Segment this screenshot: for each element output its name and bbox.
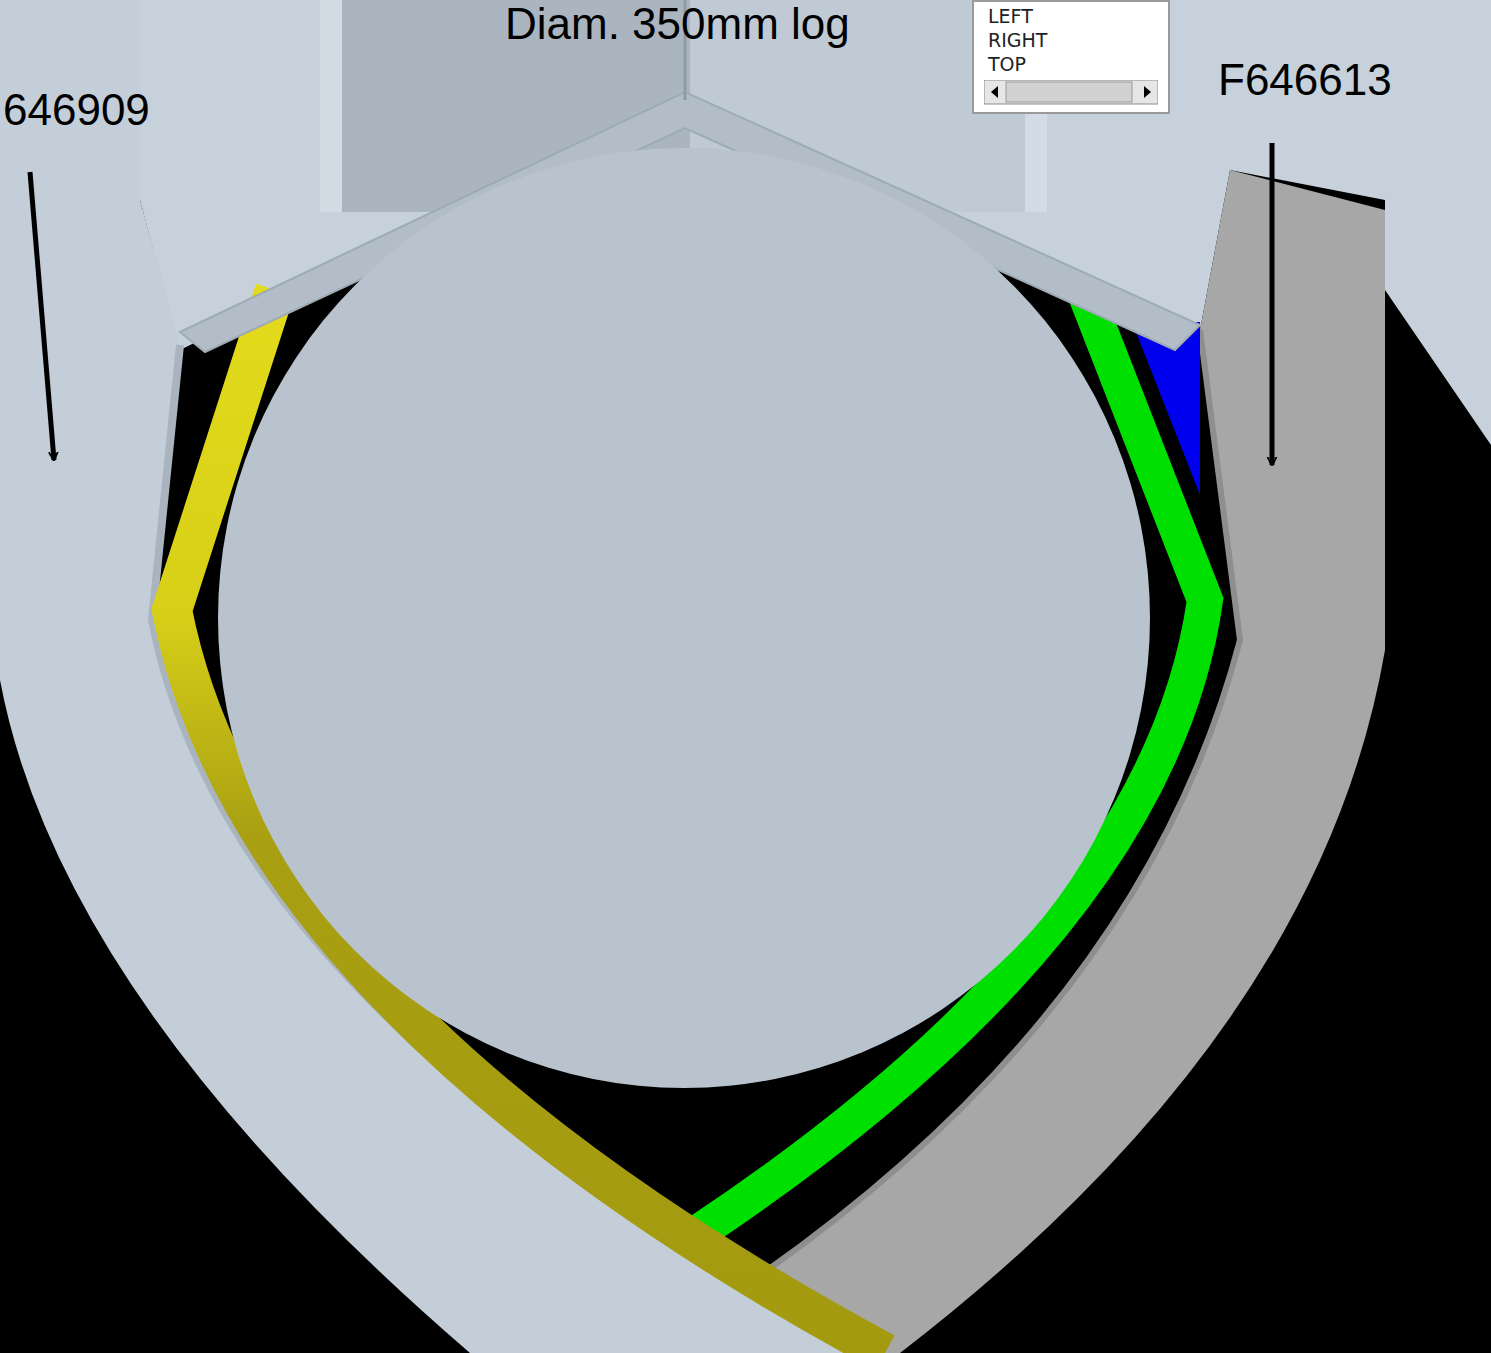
list-item: RIGHT xyxy=(974,28,1168,52)
part-number: 646909 xyxy=(3,86,150,134)
frame-edge xyxy=(320,0,342,212)
blue-wedge xyxy=(1132,322,1200,495)
list-item: TOP xyxy=(974,52,1168,76)
scroll-track xyxy=(984,80,1158,104)
scrollbar xyxy=(984,80,1158,106)
log xyxy=(218,148,1150,1088)
dimension-label: Diam. 350mm log xyxy=(505,0,850,48)
view-listbox: LEFTRIGHTTOP xyxy=(972,0,1170,114)
part-number: F646613 xyxy=(1218,56,1392,104)
leader-arrow xyxy=(30,172,54,460)
list-item: LEFT xyxy=(974,4,1168,28)
scroll-thumb xyxy=(1006,82,1132,102)
scroll-arrow xyxy=(1144,86,1151,98)
scroll-arrow xyxy=(991,86,998,98)
leader-arrow xyxy=(1270,143,1275,465)
